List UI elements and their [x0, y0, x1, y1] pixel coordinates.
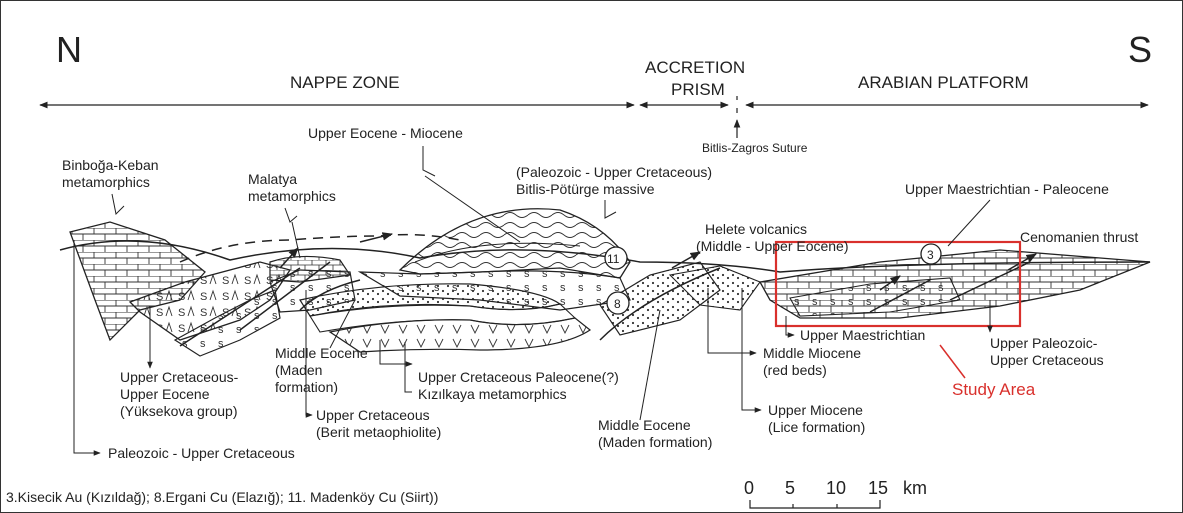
- accretion-label-line2: PRISM: [671, 80, 725, 99]
- upper-maestrichtian-label: Upper Maestrichtian: [800, 327, 925, 343]
- upper-paleozoic-label-1: Upper Paleozoic-: [990, 335, 1098, 351]
- yuksekova-label-1: Upper Cretaceous-: [120, 369, 239, 385]
- binboga-label-1: Binboğa-Keban: [62, 157, 159, 173]
- south-label: S: [1128, 29, 1152, 70]
- accretion-label-line1: ACCRETION: [645, 58, 745, 77]
- svg-text:11: 11: [607, 252, 620, 266]
- deposit-marker-11: 11: [605, 247, 627, 269]
- middle-eocene-label-2: (Maden: [275, 362, 322, 378]
- scale-bar: 0 5 10 15 km: [744, 478, 927, 508]
- upper-maes-paleocene-label: Upper Maestrichtian - Paleocene: [905, 181, 1109, 197]
- scale-unit: km: [903, 478, 927, 498]
- nappe-zone-label: NAPPE ZONE: [290, 73, 400, 92]
- bitlis-label-1: (Paleozoic - Upper Cretaceous): [516, 164, 712, 180]
- middle-eocene-maden-label-1: Middle Eocene: [598, 417, 691, 433]
- middle-eocene-label-3: formation): [275, 379, 338, 395]
- deposit-marker-8: 8: [607, 292, 629, 314]
- study-area-leader: [940, 345, 965, 378]
- cross-section-geology: [60, 209, 1150, 356]
- bitlis-label-2: Bitlis-Pötürge massive: [516, 181, 655, 197]
- paleozoic-upper-cret-label: Paleozoic - Upper Cretaceous: [108, 445, 295, 461]
- deposit-marker-3: 3: [921, 244, 941, 264]
- upper-cret-paleocene-label: Upper Cretaceous Paleocene(?): [418, 369, 619, 385]
- scale-tick-5: 5: [785, 478, 795, 498]
- middle-eocene-maden-label-2: (Maden formation): [598, 434, 712, 450]
- yuksekova-label-3: (Yüksekova group): [120, 403, 238, 419]
- middle-miocene-label-1: Middle Miocene: [763, 345, 861, 361]
- cenomanien-label: Cenomanien thrust: [1020, 229, 1138, 245]
- middle-eocene-label-1: Middle Eocene: [275, 345, 368, 361]
- berit-label-1: Upper Cretaceous: [316, 407, 430, 423]
- north-label: N: [56, 29, 82, 70]
- malatya-label-1: Malatya: [248, 171, 297, 187]
- upper-eocene-miocene-label: Upper Eocene - Miocene: [308, 125, 463, 141]
- upper-paleozoic-label-2: Upper Cretaceous: [990, 352, 1104, 368]
- kizilkaya-label: Kızılkaya metamorphics: [418, 386, 567, 402]
- svg-text:3: 3: [927, 248, 934, 262]
- helete-label-1: Helete volcanics: [705, 221, 807, 237]
- helete-label-2: (Middle - Upper Eocene): [696, 238, 849, 254]
- suture-label: Bitlis-Zagros Suture: [702, 141, 808, 155]
- scale-tick-0: 0: [744, 478, 754, 498]
- arabian-platform-label: ARABIAN PLATFORM: [858, 73, 1029, 92]
- upper-miocene-label-1: Upper Miocene: [768, 402, 863, 418]
- middle-miocene-label-2: (red beds): [763, 362, 827, 378]
- upper-miocene-label-2: (Lice formation): [768, 419, 865, 435]
- scale-tick-10: 10: [826, 478, 846, 498]
- binboga-label-2: metamorphics: [62, 174, 150, 190]
- study-area-label: Study Area: [952, 380, 1036, 399]
- deposit-footnote: 3.Kisecik Au (Kızıldağ); 8.Ergani Cu (El…: [6, 489, 438, 505]
- scale-tick-15: 15: [868, 478, 888, 498]
- zone-extent-arrows: [40, 96, 1148, 138]
- berit-label-2: (Berit metaophiolite): [316, 424, 441, 440]
- yuksekova-label-2: Upper Eocene: [120, 386, 210, 402]
- svg-text:8: 8: [614, 297, 621, 311]
- malatya-label-2: metamorphics: [248, 188, 336, 204]
